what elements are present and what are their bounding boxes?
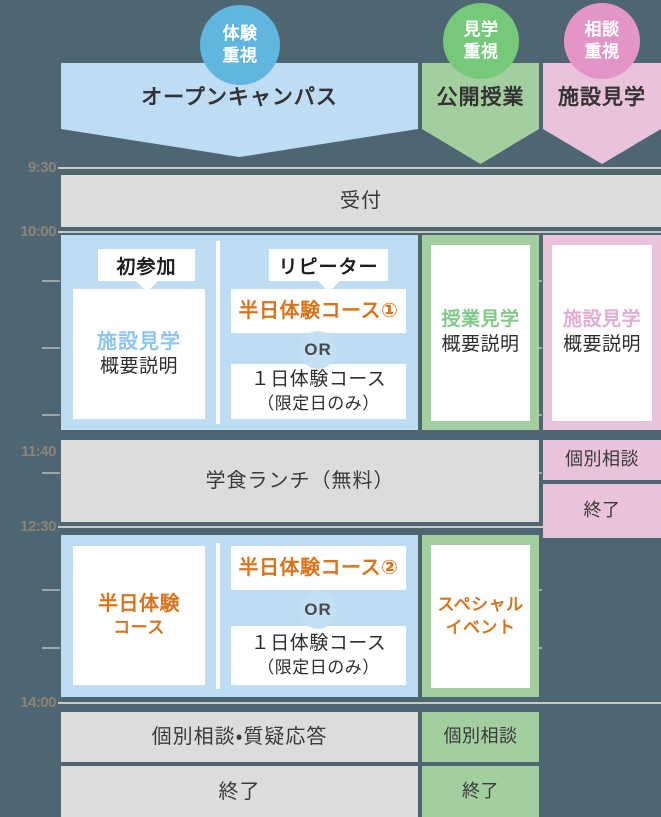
afternoon-half-day-line2: コース xyxy=(113,618,165,638)
afternoon-option-a-label: 半日体験コース② xyxy=(238,557,399,579)
badge-kengaku-line1: 見学 xyxy=(463,20,499,40)
closing-consult-main[interactable]: 個別相談・質疑応答 xyxy=(61,712,418,762)
time-tick-1140 xyxy=(42,280,60,282)
badge-taiken-line1: 体験 xyxy=(222,24,258,44)
afternoon-half-day-card[interactable]: 半日体験 コース xyxy=(73,546,205,685)
time-rule-1000 xyxy=(58,231,661,233)
column-header-koukai-jugyou[interactable]: 公開授業 xyxy=(422,63,539,129)
afternoon-special-event-card[interactable]: スペシャル イベント xyxy=(431,545,530,688)
morning-or-badge: OR xyxy=(299,331,337,369)
morning-repeater-option-a[interactable]: 半日体験コース① xyxy=(231,289,406,333)
morning-koukai-jugyou-card[interactable]: 授業見学 概要説明 xyxy=(431,245,530,421)
time-tick-lunch xyxy=(42,472,60,474)
column-header-koukai-jugyou-tail xyxy=(422,129,539,164)
afternoon-half-day-line1: 半日体験 xyxy=(98,593,180,616)
badge-sodan-line1: 相談 xyxy=(584,20,620,40)
row-reception-label: 受付 xyxy=(340,190,382,212)
closing-end-green-label: 終了 xyxy=(462,780,499,801)
morning-repeater-option-b-line1: １日体験コース xyxy=(250,369,387,391)
time-rule-1230 xyxy=(58,526,661,528)
morning-koukai-jugyou-line1: 授業見学 xyxy=(441,309,520,331)
morning-shisetsu-kengaku-card[interactable]: 施設見学 概要説明 xyxy=(552,245,652,421)
badge-kengaku-juushi: 見学 重視 xyxy=(443,3,519,79)
morning-repeater-option-b-line2: （限定日のみ） xyxy=(257,393,380,413)
column-header-shisetsu-kengaku-label: 施設見学 xyxy=(558,86,646,109)
lunch-pink-consult-label: 個別相談 xyxy=(565,449,639,470)
badge-taiken-juushi: 体験 重視 xyxy=(200,5,280,85)
closing-end-main[interactable]: 終了 xyxy=(61,766,418,817)
column-header-open-campus-tail xyxy=(61,129,418,157)
afternoon-special-line2: イベント xyxy=(445,617,516,637)
row-reception[interactable]: 受付 xyxy=(61,175,661,227)
time-label-1230: 12:30 xyxy=(20,518,56,535)
column-header-open-campus-label: オープンキャンパス xyxy=(141,86,338,109)
morning-first-time-line1: 施設見学 xyxy=(97,330,181,353)
morning-or-label: OR xyxy=(304,340,332,359)
flag-first-time-label: 初参加 xyxy=(116,256,177,278)
morning-repeater-option-a-label: 半日体験コース① xyxy=(238,300,399,322)
morning-first-time-line2: 概要説明 xyxy=(99,355,178,377)
closing-consult-main-label: 個別相談・質疑応答 xyxy=(151,726,328,748)
flag-repeater-label: リピーター xyxy=(278,256,379,278)
row-lunch-label: 学食ランチ（無料） xyxy=(205,470,395,492)
afternoon-or-badge: OR xyxy=(299,591,337,629)
time-rule-1400 xyxy=(58,702,661,704)
flag-first-time: 初参加 xyxy=(98,249,195,281)
closing-end-green[interactable]: 終了 xyxy=(422,766,539,817)
flag-repeater: リピーター xyxy=(269,249,388,281)
morning-koukai-jugyou-line2: 概要説明 xyxy=(441,334,520,355)
badge-sodan-line2: 重視 xyxy=(584,42,620,61)
afternoon-option-b[interactable]: １日体験コース （限定日のみ） xyxy=(231,626,406,685)
afternoon-or-label: OR xyxy=(304,600,332,619)
badge-taiken-line2: 重視 xyxy=(222,46,258,65)
time-tick-morning-2 xyxy=(42,347,60,349)
time-label-0930: 9:30 xyxy=(27,159,57,176)
time-label-1400: 14:00 xyxy=(20,694,56,711)
afternoon-option-b-line1: １日体験コース xyxy=(250,633,387,655)
time-tick-morning-3 xyxy=(42,414,60,416)
closing-end-main-label: 終了 xyxy=(218,780,261,803)
time-tick-afternoon-1 xyxy=(42,589,60,591)
lunch-pink-consult[interactable]: 個別相談 xyxy=(543,440,661,480)
morning-subcolumn-divider xyxy=(216,241,220,424)
afternoon-option-b-line2: （限定日のみ） xyxy=(257,657,380,677)
closing-consult-green[interactable]: 個別相談 xyxy=(422,712,539,762)
time-label-1140: 11:40 xyxy=(20,443,57,460)
time-label-1000: 10:00 xyxy=(20,223,56,240)
badge-sodan-juushi: 相談 重視 xyxy=(564,3,640,79)
afternoon-option-a[interactable]: 半日体験コース② xyxy=(231,546,406,590)
morning-shisetsu-kengaku-line2: 概要説明 xyxy=(562,334,641,355)
row-lunch[interactable]: 学食ランチ（無料） xyxy=(61,440,539,522)
afternoon-subcolumn-divider xyxy=(216,543,220,689)
morning-first-time-card[interactable]: 施設見学 概要説明 xyxy=(73,289,205,419)
time-tick-afternoon-2 xyxy=(42,647,60,649)
badge-kengaku-line2: 重視 xyxy=(463,42,499,61)
afternoon-special-line1: スペシャル xyxy=(437,595,524,615)
morning-repeater-option-b[interactable]: １日体験コース （限定日のみ） xyxy=(231,364,406,419)
lunch-pink-end[interactable]: 終了 xyxy=(543,484,661,538)
closing-consult-green-label: 個別相談 xyxy=(443,726,518,747)
lunch-pink-end-label: 終了 xyxy=(583,500,621,521)
column-header-shisetsu-kengaku-tail xyxy=(543,129,661,164)
morning-shisetsu-kengaku-line1: 施設見学 xyxy=(562,309,641,331)
column-header-koukai-jugyou-label: 公開授業 xyxy=(436,86,525,109)
time-rule-0930 xyxy=(58,167,661,169)
